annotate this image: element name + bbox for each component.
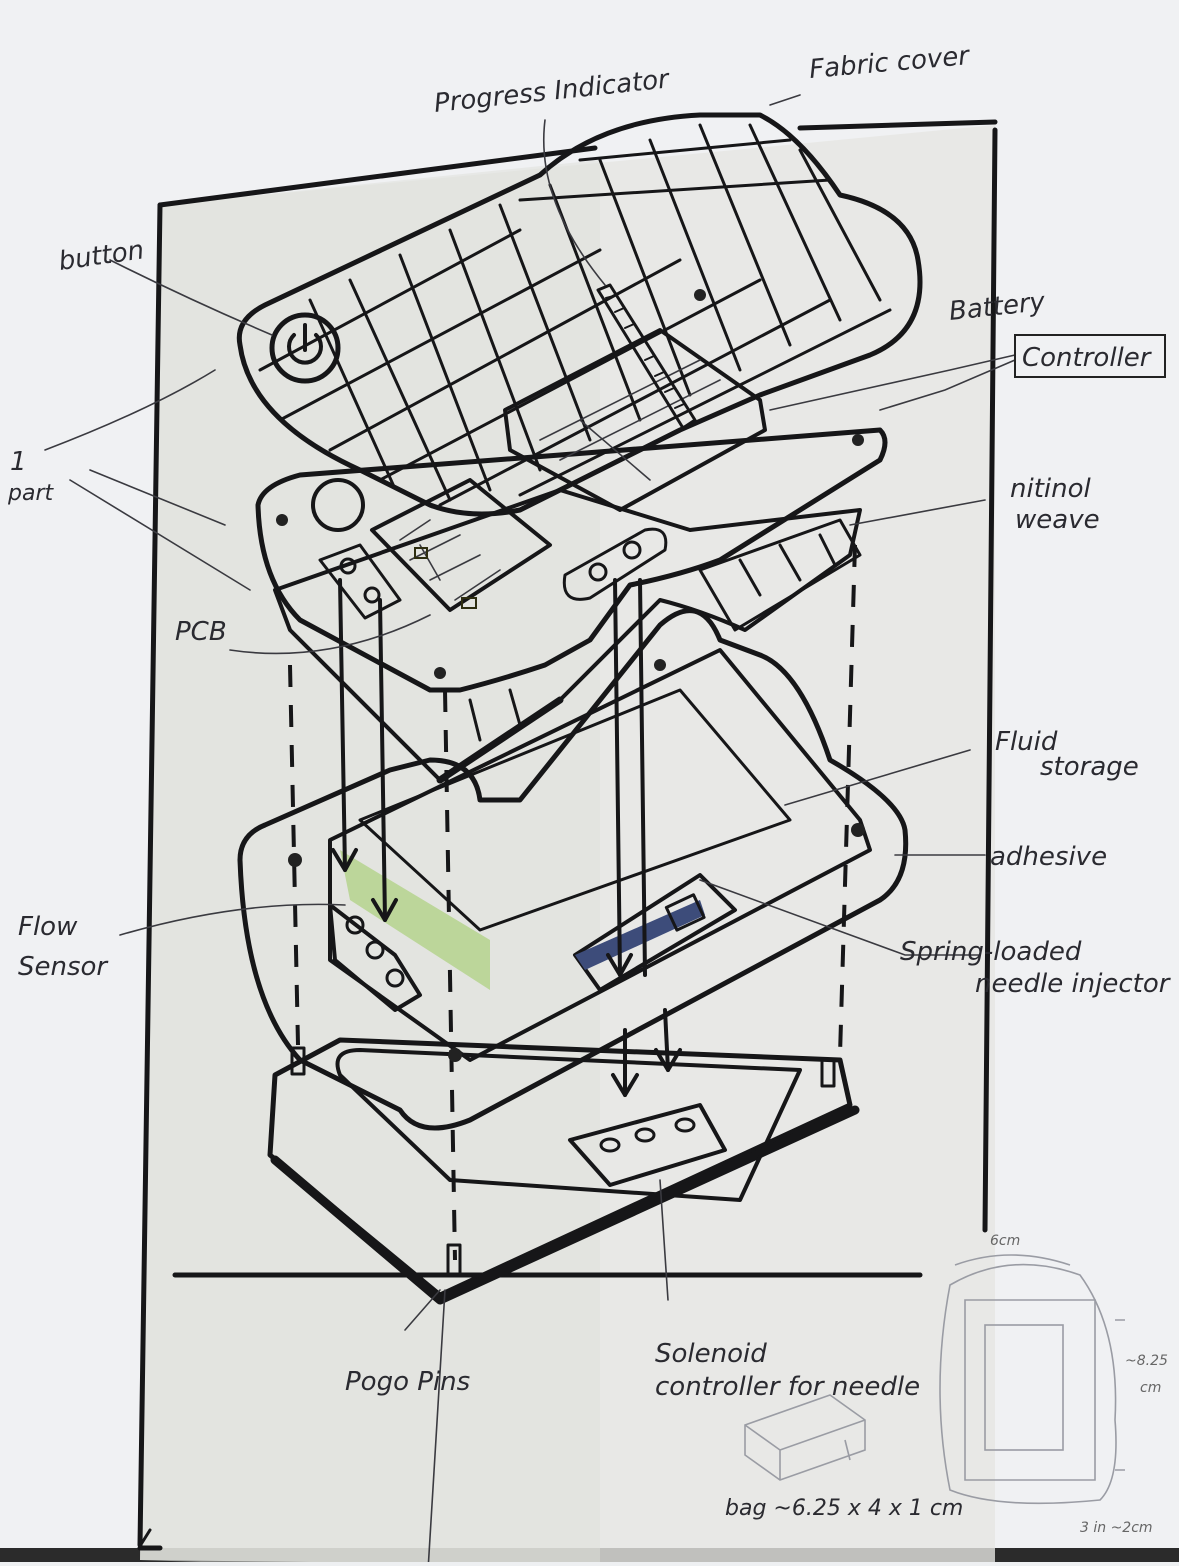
label-pogo-pins: Pogo Pins [345,1367,470,1397]
label-pcb: PCB [175,617,227,647]
label-controller: Controller [1022,343,1153,373]
label-solenoid-1: Solenoid [655,1339,767,1369]
label-spring-2: needle injector [975,969,1172,999]
label-dim-height-2: cm [1140,1380,1161,1396]
label-part-number: 1 [10,447,27,477]
label-dim-depth: 3 in ~2cm [1080,1520,1153,1536]
label-nitinol-2: weave [1015,505,1100,535]
label-dim-height-1: ~8.25 [1125,1353,1168,1369]
label-part: part [7,481,54,506]
label-solenoid-2: controller for needle [655,1372,920,1402]
label-spring-1: Spring-loaded [900,937,1082,967]
label-adhesive: adhesive [990,842,1107,872]
label-fluid-2: storage [1040,752,1139,782]
label-bag-dims: bag ~6.25 x 4 x 1 cm [725,1496,963,1521]
label-dim-width: 6cm [990,1233,1020,1249]
label-nitinol-1: nitinol [1010,474,1092,504]
label-flow-2: Sensor [18,952,109,982]
label-flow-1: Flow [18,912,78,942]
